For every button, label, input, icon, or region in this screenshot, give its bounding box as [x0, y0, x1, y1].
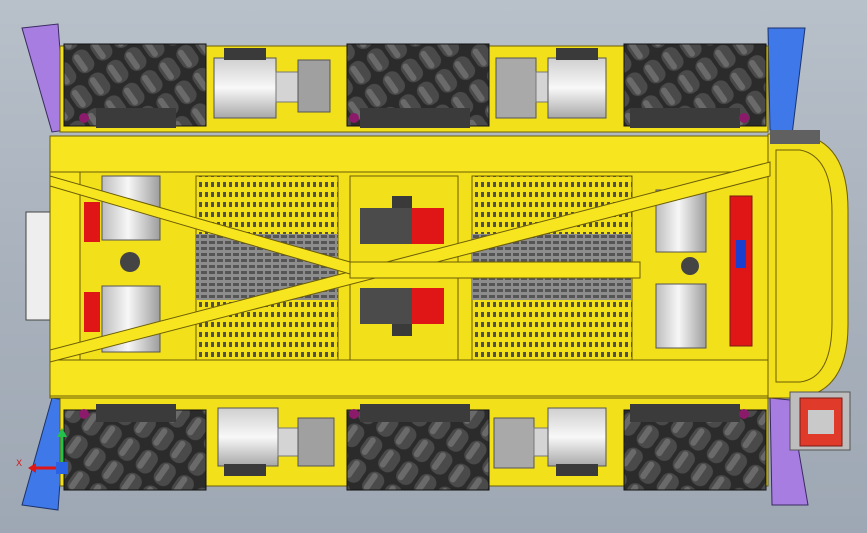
- mecanum-wheel-rear-right: [623, 409, 767, 491]
- top-drive-module: [59, 43, 769, 133]
- left-bumper: [21, 23, 67, 511]
- x-axis-label: X: [16, 459, 22, 469]
- main-chassis-frame: [49, 135, 771, 399]
- drive-motor-4: [655, 283, 707, 349]
- front-nose: [767, 130, 851, 451]
- z-axis-marker: [56, 462, 68, 474]
- orientation-triad: X: [16, 428, 68, 474]
- mecanum-wheel-middle-right: [346, 409, 490, 491]
- drive-motor-3: [655, 189, 707, 253]
- bottom-drive-module: [59, 397, 769, 491]
- right-bumper: [767, 27, 809, 506]
